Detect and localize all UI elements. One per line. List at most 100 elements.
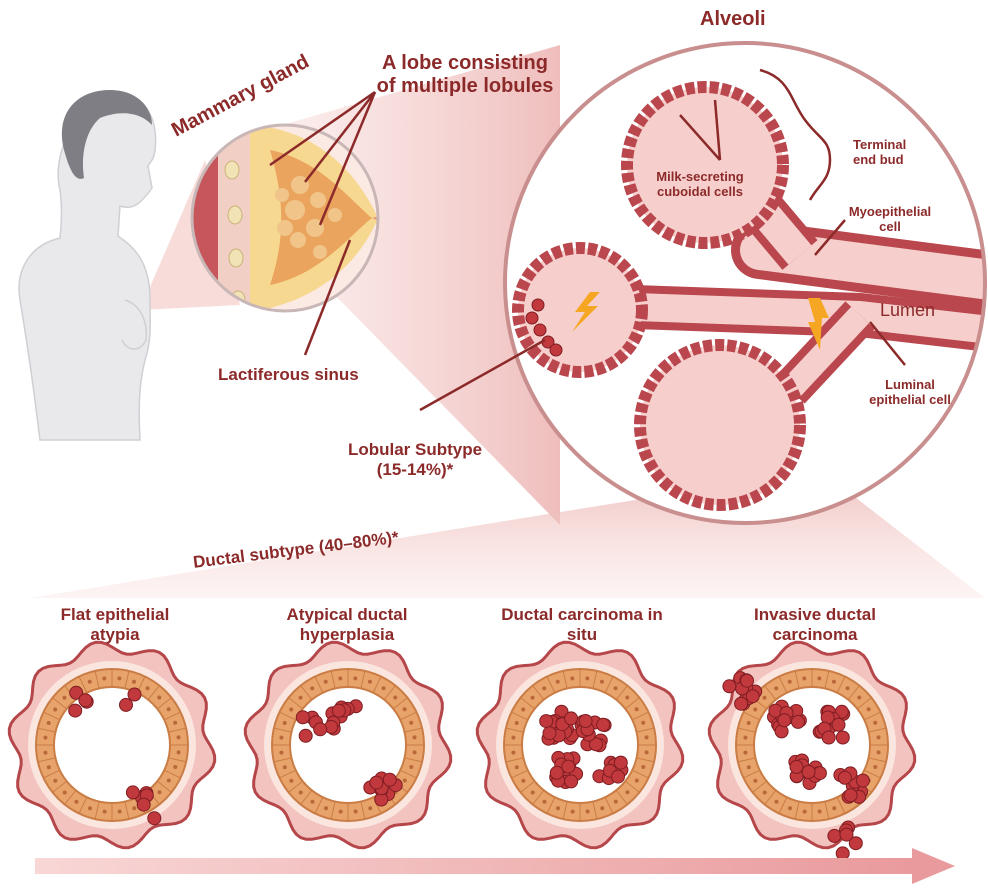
tumor-cell [540,715,553,728]
stage-cell-nucleus [600,680,604,684]
stage-cell-nucleus [409,721,413,725]
tumor-cell [383,773,396,786]
stage-cell-nucleus [289,779,293,783]
terminal-end-bud-line2: end bud [853,153,906,168]
stage-cell-nucleus [403,779,407,783]
stage-cell-nucleus [409,765,413,769]
stage-cell-nucleus [511,751,515,755]
tumor-cell [614,756,627,769]
lactiferous-sinus-label: Lactiferous sinus [218,365,359,385]
stage-cell-nucleus [542,686,546,690]
tumor-cell [838,771,851,784]
stage-cell-nucleus [299,790,303,794]
stage-cell-nucleus [873,721,877,725]
stage-cell-nucleus [763,790,767,794]
tumor-cell [741,674,754,687]
stage-cell-nucleus [867,707,871,711]
stage-cell-nucleus [614,800,618,804]
stage-title-1-line2: atypia [20,625,210,645]
stage-cell-nucleus [310,686,314,690]
stage-cell-nucleus [324,806,328,810]
stage-cell-nucleus [788,806,792,810]
stage-cell-nucleus [645,735,649,739]
stage-cell-nucleus [173,765,177,769]
tumor-cell [723,680,736,693]
stage-cell-nucleus [368,680,372,684]
terminal-end-bud-line1: Terminal [853,138,906,153]
stage-cell-nucleus [403,707,407,711]
stage-cell-nucleus [47,721,51,725]
tumor-cell [836,731,849,744]
stage-cell-nucleus [310,800,314,804]
tumor-cell [597,718,610,731]
stage-cell-nucleus [743,736,747,740]
stage-cell-nucleus [74,800,78,804]
stage-cell-nucleus [521,779,525,783]
tumor-cell [148,812,161,825]
stage-cell-nucleus [877,735,881,739]
stage-cell-nucleus [413,750,417,754]
stage-cell-nucleus [177,750,181,754]
stage-cell-nucleus [600,806,604,810]
stage-cell-nucleus [283,721,287,725]
stage-cell-nucleus [299,696,303,700]
stage-cell-nucleus [641,721,645,725]
tumor-cell [832,718,845,731]
stage-title-2-line2: hyperplasia [252,625,442,645]
stage-cell-nucleus [857,696,861,700]
stage-cell-nucleus [645,750,649,754]
stage-cell-nucleus [132,680,136,684]
lobe-label-line2: of multiple lobules [355,75,575,98]
stage-cell-nucleus [43,751,47,755]
tumor-cell [562,760,575,773]
stage-cell-nucleus [753,779,757,783]
tumor-cell [299,729,312,742]
stage-cell-nucleus [515,765,519,769]
stage-cell-nucleus [132,806,136,810]
stage-cell-nucleus [338,676,342,680]
stage-cell-nucleus [368,806,372,810]
stage-cell-nucleus [614,686,618,690]
stage-cell-nucleus [53,707,57,711]
lumen-label: Lumen [880,300,935,321]
myoepithelial-label: Myoepithelial cell [835,205,945,235]
tumor-cell [314,723,327,736]
milk-secreting-label: Milk-secreting cuboidal cells [640,170,760,200]
stage-cell-nucleus [774,800,778,804]
tumor-cell [579,715,592,728]
stage-cell-nucleus [511,736,515,740]
tumor-cell [802,765,815,778]
stage-cell-nucleus [774,686,778,690]
stage-cell-nucleus [279,751,283,755]
stage-title-2-line1: Atypical ductal [252,605,442,625]
lobe-label: A lobe consisting of multiple lobules [355,52,575,98]
stage-cell-nucleus [788,680,792,684]
stage-cell-nucleus [339,810,343,814]
stage-cell-nucleus [877,750,881,754]
tumor-cell [790,760,803,773]
tumor-cell [828,829,841,842]
tumor-cell [778,714,791,727]
lobe-label-line1: A lobe consisting [355,52,575,75]
stage-cell-nucleus [531,790,535,794]
lobular-subtype-line2: (15-14%)* [315,460,515,480]
tumor-cell [612,770,625,783]
stage-cell-nucleus [103,810,107,814]
stage-cell-nucleus [641,765,645,769]
stage-lumen [522,687,638,803]
tumor-cell [332,704,345,717]
stage-lumen [54,687,170,803]
alveoli-title: Alveoli [700,8,766,31]
milk-secreting-line2: cuboidal cells [640,185,760,200]
tumor-cell [296,711,309,724]
luminal-epithelial-line1: Luminal [855,378,965,393]
stage-cell-nucleus [173,721,177,725]
stage-cell-nucleus [846,686,850,690]
stage-title-4-line2: carcinoma [720,625,910,645]
stage-cell-nucleus [177,735,181,739]
stage-cell-nucleus [625,790,629,794]
stage-cell-nucleus [167,779,171,783]
progression-arrow [35,848,955,884]
stage-cell-nucleus [521,707,525,711]
